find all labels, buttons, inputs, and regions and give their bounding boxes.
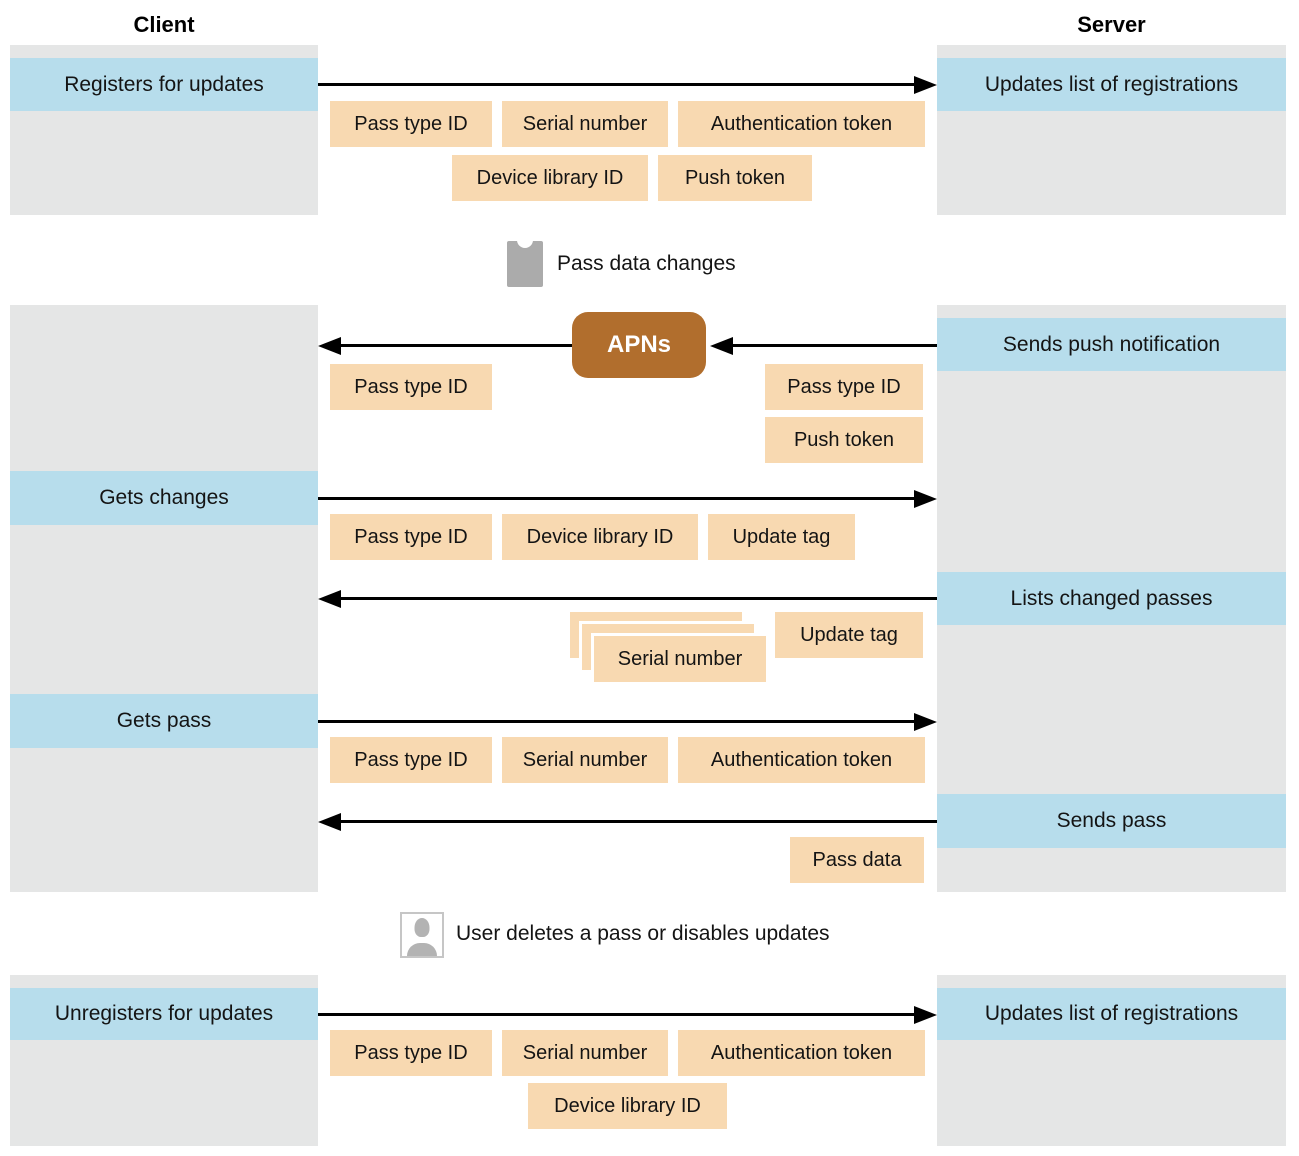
arrow-gets-pass-right [318,712,937,731]
arrowhead-icon [914,489,937,508]
param-authentication-token: Authentication token [678,1030,925,1076]
param-pass-type-id: Pass type ID [330,101,492,147]
param-authentication-token: Authentication token [678,737,925,783]
apns-node: APNs [572,312,706,378]
pass-notch [517,235,533,248]
band-updates-list-top: Updates list of registrations [937,58,1286,111]
band-updates-list-bottom: Updates list of registrations [937,988,1286,1040]
arrow-apns-to-client [318,336,572,355]
param-pass-data: Pass data [790,837,924,883]
note-pass-data-changes: Pass data changes [557,252,736,275]
arrowhead-icon [914,1005,937,1024]
arrowhead-icon [914,75,937,94]
client-section-2 [10,305,318,892]
band-sends-push-notification: Sends push notification [937,318,1286,371]
param-device-library-id: Device library ID [452,155,648,201]
server-header: Server [1077,12,1146,37]
band-sends-pass: Sends pass [937,794,1286,848]
param-device-library-id: Device library ID [528,1083,727,1129]
param-authentication-token: Authentication token [678,101,925,147]
band-registers-for-updates: Registers for updates [10,58,318,111]
param-pass-type-id: Pass type ID [330,514,492,560]
arrow-server-to-apns [710,336,937,355]
user-icon [400,912,444,958]
user-head [414,918,430,937]
band-lists-changed-passes: Lists changed passes [937,572,1286,625]
param-pass-type-id: Pass type ID [330,1030,492,1076]
user-shoulders [407,943,437,956]
band-gets-changes: Gets changes [10,471,318,525]
arrow-register-right [318,75,937,94]
arrow-gets-changes-right [318,489,937,508]
param-push-token: Push token [658,155,812,201]
param-serial-number: Serial number [502,101,668,147]
param-push-token: Push token [765,417,923,463]
note-user-deletes: User deletes a pass or disables updates [456,922,830,945]
arrow-sends-pass-left [318,812,937,831]
pass-icon [507,235,543,287]
param-serial-number: Serial number [502,737,668,783]
param-device-library-id: Device library ID [502,514,698,560]
param-pass-type-id: Pass type ID [765,364,923,410]
param-update-tag: Update tag [708,514,855,560]
param-update-tag: Update tag [775,612,923,658]
param-serial-number: Serial number [502,1030,668,1076]
arrowhead-icon [318,812,341,831]
param-serial-number: Serial number [594,636,766,682]
band-gets-pass: Gets pass [10,694,318,748]
client-header: Client [133,12,195,37]
arrowhead-icon [318,589,341,608]
arrowhead-icon [318,336,341,355]
arrowhead-icon [710,336,733,355]
param-pass-type-id: Pass type ID [330,737,492,783]
band-unregisters-for-updates: Unregisters for updates [10,988,318,1040]
param-pass-type-id: Pass type ID [330,364,492,410]
arrow-lists-changed-left [318,589,937,608]
arrowhead-icon [914,712,937,731]
arrow-unregister-right [318,1005,937,1024]
